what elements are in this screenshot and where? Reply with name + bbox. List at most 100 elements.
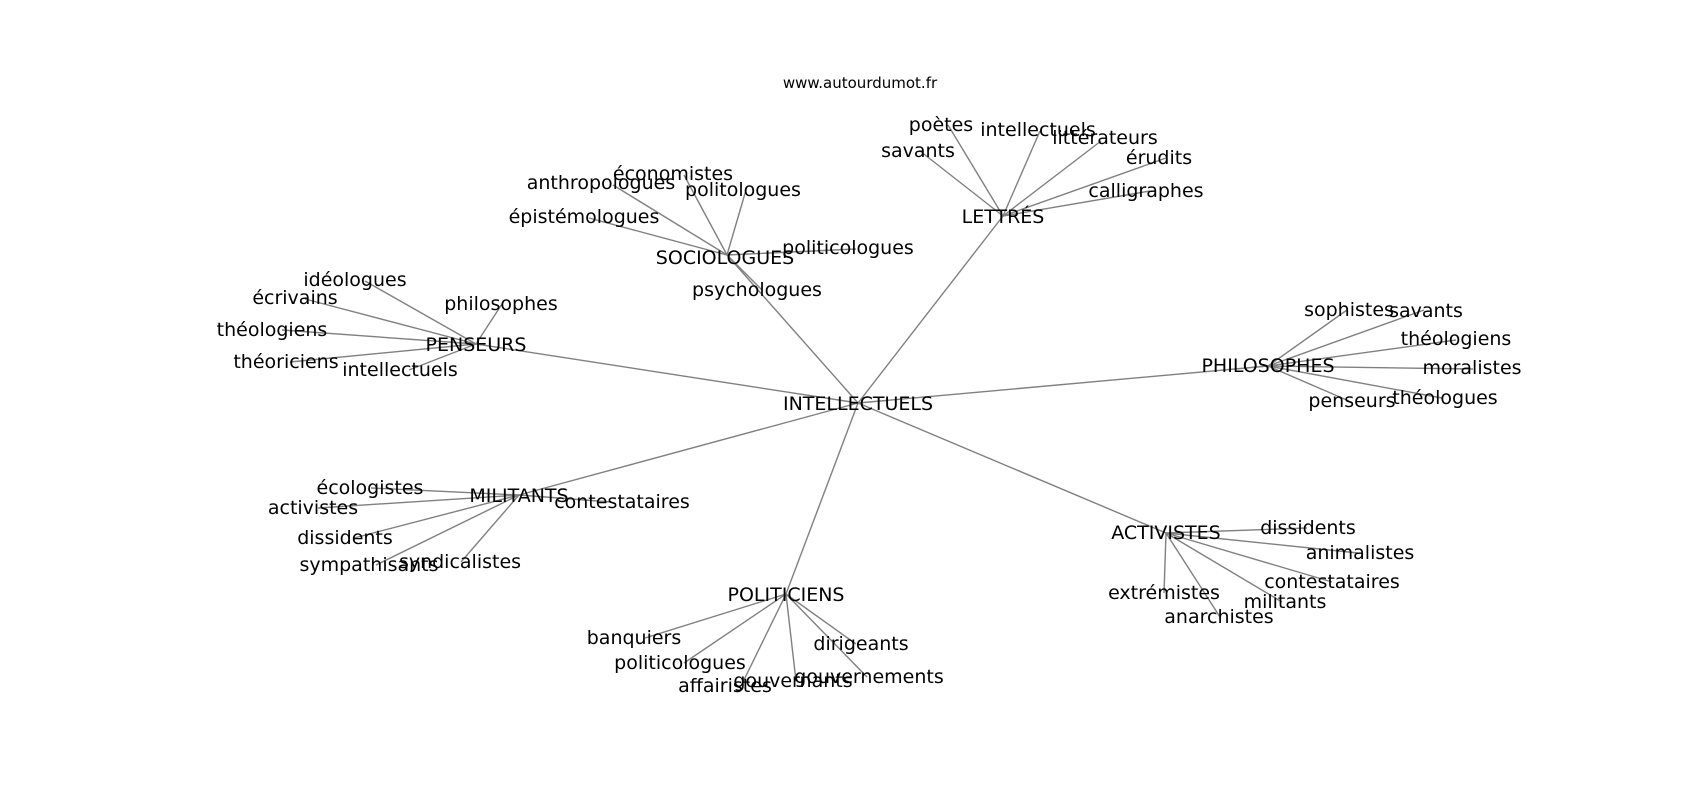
leaf-node[interactable]: épistémologues	[509, 206, 660, 228]
site-url[interactable]: www.autourdumot.fr	[783, 74, 938, 92]
leaf-node[interactable]: dissidents	[1260, 517, 1356, 539]
leaf-node[interactable]: politicologues	[614, 652, 746, 674]
leaf-node[interactable]: banquiers	[587, 627, 682, 649]
edge-line	[1267, 309, 1348, 367]
leaf-node[interactable]: gouvernants	[733, 670, 852, 692]
leaf-node[interactable]: littérateurs	[1052, 127, 1158, 149]
leaf-node[interactable]: politologues	[685, 179, 801, 201]
edge-line	[1002, 190, 1151, 217]
leaf-node[interactable]: philosophes	[444, 293, 558, 315]
leaf-node[interactable]: affairistes	[678, 675, 772, 697]
edge-line	[947, 124, 1004, 217]
edge-line	[1267, 365, 1474, 370]
edge-line	[281, 329, 477, 345]
edge-line	[1267, 365, 1350, 402]
edge-line	[726, 248, 857, 256]
leaf-node[interactable]: syndicalistes	[399, 551, 521, 573]
leaf-node[interactable]: gouvernements	[794, 666, 943, 688]
edge-line	[518, 494, 612, 503]
edge-line	[317, 494, 520, 509]
leaf-node[interactable]: dirigeants	[813, 633, 908, 655]
leaf-node[interactable]: idéologues	[303, 269, 406, 291]
leaf-node[interactable]: militants	[1244, 591, 1327, 613]
edge-line	[683, 174, 728, 256]
group-node-penseurs[interactable]: PENSEURS	[426, 334, 527, 356]
leaf-node[interactable]: contestataires	[554, 491, 690, 513]
edge-line	[726, 254, 859, 404]
edge-line	[1002, 157, 1167, 217]
edge-line	[612, 184, 728, 256]
leaf-node[interactable]: théologues	[1392, 387, 1497, 409]
edge-line	[785, 593, 857, 645]
center-node[interactable]: INTELLECTUELS	[783, 393, 933, 415]
edge-line	[857, 402, 1167, 534]
edge-line	[370, 487, 520, 496]
edge-line	[726, 254, 763, 291]
leaf-node[interactable]: érudits	[1126, 147, 1192, 169]
edge-line	[1165, 527, 1308, 534]
edge-line	[1267, 365, 1443, 399]
edge-line	[785, 402, 859, 595]
leaf-node[interactable]: économistes	[613, 163, 733, 185]
edge-line	[460, 494, 520, 563]
edge-line	[1165, 532, 1359, 554]
leaf-node[interactable]: sympathisants	[299, 554, 438, 576]
leaf-node[interactable]: sophistes	[1304, 299, 1394, 321]
edge-line	[1002, 130, 1041, 217]
leaf-node[interactable]: intellectuels	[980, 119, 1096, 141]
edge-line	[785, 593, 868, 678]
leaf-node[interactable]: théologiens	[217, 319, 328, 341]
leaf-node[interactable]: activistes	[268, 497, 358, 519]
edge-line	[375, 494, 520, 566]
edge-line	[740, 593, 787, 687]
leaf-node[interactable]: savants	[881, 140, 955, 162]
edge-line	[364, 280, 477, 345]
leaf-node[interactable]: anarchistes	[1164, 606, 1273, 628]
leaf-node[interactable]: dissidents	[297, 527, 393, 549]
edge-layer	[281, 124, 1474, 687]
leaf-node[interactable]: écologistes	[317, 477, 424, 499]
edge-line	[683, 593, 787, 664]
edge-line	[726, 189, 747, 256]
leaf-node[interactable]: écrivains	[252, 287, 337, 309]
leaf-node[interactable]: théoriciens	[233, 351, 338, 373]
edge-line	[1163, 532, 1167, 594]
group-node-philosophes[interactable]: PHILOSOPHES	[1201, 355, 1334, 377]
edge-line	[1002, 140, 1102, 217]
leaf-node[interactable]: anthropologues	[527, 172, 675, 194]
edge-line	[588, 217, 728, 256]
edge-line	[1267, 339, 1457, 367]
edge-line	[1165, 532, 1333, 583]
edge-line	[475, 303, 503, 345]
group-node-activistes[interactable]: ACTIVISTES	[1111, 522, 1220, 544]
edge-line	[289, 343, 477, 363]
edge-line	[475, 343, 859, 404]
leaf-node[interactable]: calligraphes	[1088, 180, 1203, 202]
leaf-node[interactable]: penseurs	[1308, 390, 1395, 412]
edge-line	[518, 402, 859, 496]
leaf-node[interactable]: intellectuels	[342, 359, 458, 381]
leaf-node[interactable]: contestataires	[1264, 571, 1400, 593]
edge-line	[304, 298, 477, 345]
leaf-node[interactable]: poètes	[909, 114, 973, 136]
leaf-node[interactable]: politicologues	[782, 237, 914, 259]
leaf-node[interactable]: animalistes	[1306, 542, 1415, 564]
group-node-militants[interactable]: MILITANTS	[469, 485, 568, 507]
edge-line	[857, 215, 1004, 404]
group-node-politiciens[interactable]: POLITICIENS	[728, 584, 845, 606]
edge-line	[785, 593, 797, 682]
leaf-node[interactable]: savants	[1389, 300, 1463, 322]
group-node-sociologues[interactable]: SOCIOLOGUES	[656, 247, 794, 269]
leaf-node[interactable]: psychologues	[692, 279, 822, 301]
edge-line	[1267, 309, 1425, 367]
leaf-node[interactable]: moralistes	[1422, 357, 1521, 379]
group-node-lettres[interactable]: LETTRÉS	[962, 205, 1045, 228]
edge-line	[408, 343, 477, 371]
edge-line	[1165, 532, 1221, 618]
leaf-node[interactable]: théologiens	[1401, 328, 1512, 350]
edge-line	[857, 365, 1269, 404]
leaf-node[interactable]: extrémistes	[1108, 582, 1220, 604]
edge-line	[644, 593, 787, 639]
edge-line	[1165, 532, 1283, 603]
